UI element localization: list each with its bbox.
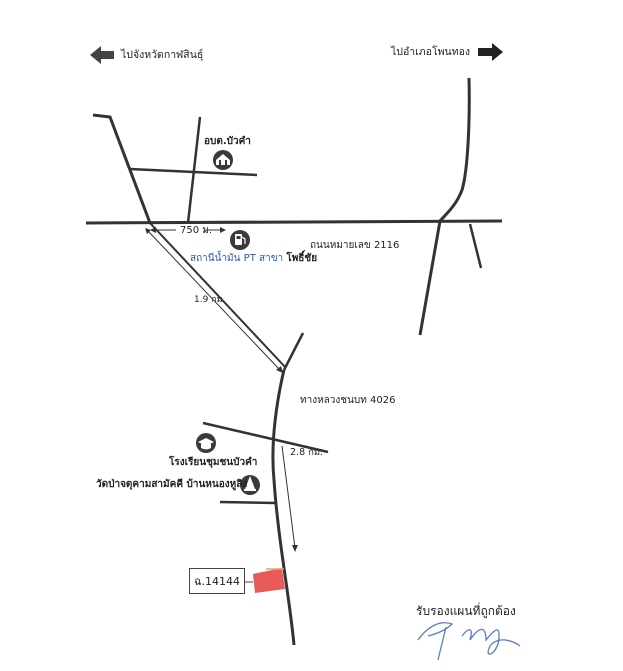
arrow-head-to-plot-icon bbox=[292, 545, 298, 552]
distance-to-plot-label: 2.8 กม. bbox=[290, 447, 324, 458]
rural-road-4026 bbox=[271, 369, 296, 646]
road-to-phon-thong bbox=[438, 77, 471, 222]
signature bbox=[417, 622, 521, 661]
fuel-pump-icon bbox=[230, 230, 250, 250]
highway-label: ถนนหมายเลข 2116 bbox=[310, 240, 400, 251]
rural-road-label: ทางหลวงชนบท 4026 bbox=[300, 395, 396, 406]
deed-number: ฉ.14144 bbox=[194, 575, 240, 588]
land-plot bbox=[253, 568, 285, 593]
arrow-head-diagonal-up-icon bbox=[145, 228, 151, 234]
road-diagonal-stub bbox=[282, 332, 305, 371]
gas-station-name: สถานีน้ำมัน PT สาขา bbox=[190, 253, 284, 264]
distance-750-label: 750 ม. bbox=[180, 225, 213, 236]
sao-label: อบต.บัวคำ bbox=[204, 136, 251, 147]
certification-text: รับรองแผนที่ถูกต้อง bbox=[416, 604, 516, 618]
arrow-head-750-right-icon bbox=[220, 227, 226, 233]
road-to-sao bbox=[186, 116, 202, 224]
arrow-line-to-plot bbox=[281, 445, 296, 549]
direction-right-label: ไปอำเภอโพนทอง bbox=[391, 46, 471, 58]
road-right-south bbox=[418, 220, 442, 336]
temple-icon bbox=[240, 475, 260, 495]
distance-diagonal-label: 1.9 กม. bbox=[194, 295, 226, 305]
graduation-cap-icon bbox=[196, 433, 216, 453]
deed-number-box: ฉ.14144 bbox=[189, 568, 245, 594]
arrow-head-diagonal-down-icon bbox=[276, 366, 283, 373]
road-right-short bbox=[468, 223, 483, 269]
gas-station-branch: โพธิ์ชัย bbox=[286, 253, 318, 264]
government-building-icon bbox=[213, 150, 233, 170]
temple-label: วัดป่าจตุคามสามัคคี บ้านหนองหูลิง bbox=[96, 479, 248, 490]
road-to-temple bbox=[219, 500, 277, 505]
road-upper-left bbox=[92, 113, 152, 224]
right-arrow-icon bbox=[478, 43, 503, 61]
road-diagonal bbox=[149, 222, 287, 369]
highway-2116 bbox=[85, 219, 503, 225]
road-cross-school bbox=[202, 421, 329, 454]
left-arrow-icon bbox=[90, 46, 114, 64]
direction-left-label: ไปจังหวัดกาฬสินธุ์ bbox=[121, 49, 204, 61]
gas-station-label: สถานีน้ำมัน PT สาขา โพธิ์ชัย bbox=[190, 254, 317, 264]
arrow-line-diagonal bbox=[147, 230, 281, 371]
arrow-head-750-left-icon bbox=[150, 227, 156, 233]
school-label: โรงเรียนชุมชนบัวคำ bbox=[169, 457, 258, 468]
road-cross-sao bbox=[129, 167, 258, 177]
